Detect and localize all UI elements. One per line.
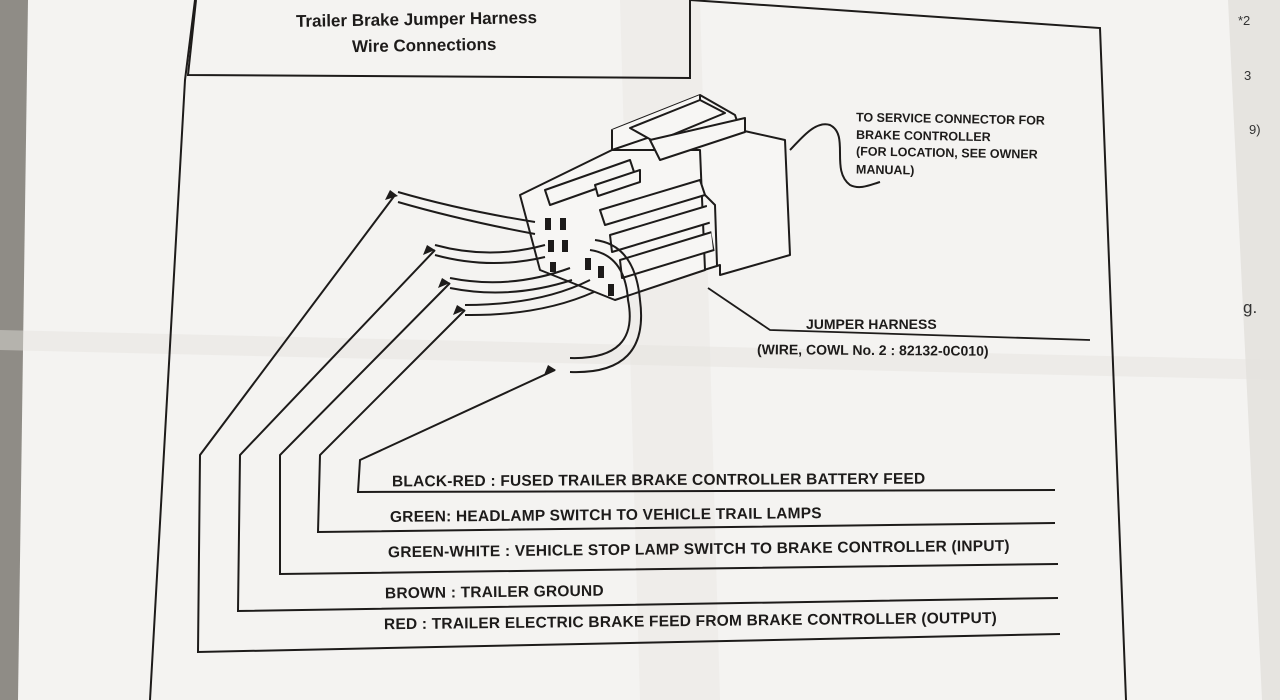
jumper-harness-part-number: (WIRE, COWL No. 2 : 82132-0C010) [756,341,989,359]
connector-pins [545,218,614,296]
edge-mark: *2 [1238,13,1251,28]
harness-wires [397,191,643,374]
title-box [186,0,691,80]
jumper-pointer [707,287,1091,341]
diagram-subtitle: Wire Connections [351,34,497,57]
wire-arrowheads [385,190,556,375]
fold-shadow-2 [0,330,1280,380]
jumper-connector [519,94,791,301]
leader-lines [196,194,1061,654]
outer-frame [149,0,196,700]
wire-label-brown: BROWN : TRAILER GROUND [384,582,604,603]
wire-label-green: GREEN: HEADLAMP SWITCH TO VEHICLE TRAIL … [389,505,822,526]
wire-label-black-red: BLACK-RED : FUSED TRAILER BRAKE CONTROLL… [391,470,926,491]
edge-mark: g. [1243,298,1258,317]
edge-mark: 9) [1249,122,1261,137]
diagram-title: Trailer Brake Jumper Harness [295,8,538,31]
outer-frame-right [689,0,1127,700]
service-note-line: BRAKE CONTROLLER [855,127,991,145]
edge-mark: 3 [1244,68,1252,83]
jumper-harness-label: JUMPER HARNESS [806,316,937,332]
service-lead [789,123,881,189]
service-note-line: MANUAL) [855,162,915,178]
